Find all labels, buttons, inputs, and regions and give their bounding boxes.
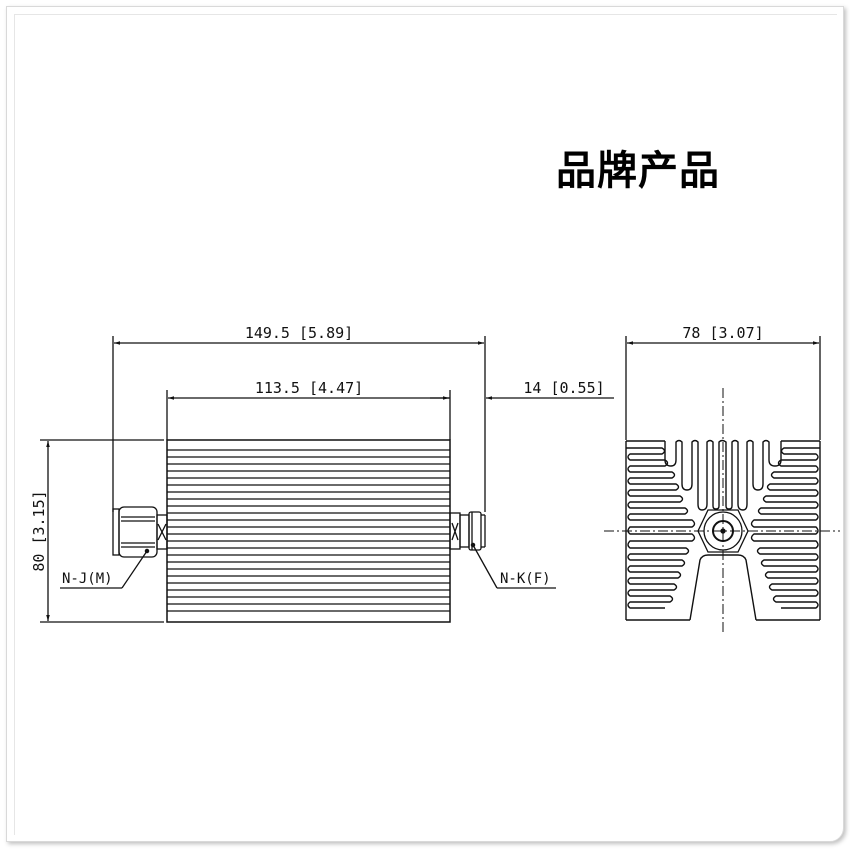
width-dimension: 78 [3.07] bbox=[625, 324, 821, 440]
page-title: 品牌产品 bbox=[556, 148, 720, 194]
heatsink-body bbox=[166, 439, 451, 623]
width-label: 78 [3.07] bbox=[682, 324, 763, 342]
right-connector-n-female: N-K(F) bbox=[449, 511, 556, 589]
inner-frame bbox=[14, 14, 837, 835]
heatsink-profile bbox=[625, 439, 821, 621]
left-connector-n-male: N-J(M) bbox=[60, 506, 168, 589]
height-dimension: 80 [3.15] bbox=[30, 439, 164, 623]
connector-length-label: 14 [0.55] bbox=[523, 379, 604, 397]
height-label: 80 [3.15] bbox=[30, 490, 48, 571]
left-connector-label: N-J(M) bbox=[62, 571, 113, 587]
body-length-dimension: 113.5 [4.47] bbox=[166, 379, 451, 440]
side-view: 149.5 [5.89] 113.5 [4.47] 14 [0.55] 80 [… bbox=[30, 324, 614, 623]
image-frame bbox=[6, 6, 844, 842]
right-connector-label: N-K(F) bbox=[500, 571, 551, 587]
body-length-label: 113.5 [4.47] bbox=[255, 379, 363, 397]
center-connector-hex bbox=[697, 509, 749, 553]
overall-length-label: 149.5 [5.89] bbox=[245, 324, 353, 342]
connector-length-dimension: 14 [0.55] bbox=[430, 379, 614, 400]
overall-length-dimension: 149.5 [5.89] bbox=[112, 324, 486, 512]
end-view: 78 [3.07] bbox=[604, 324, 840, 632]
